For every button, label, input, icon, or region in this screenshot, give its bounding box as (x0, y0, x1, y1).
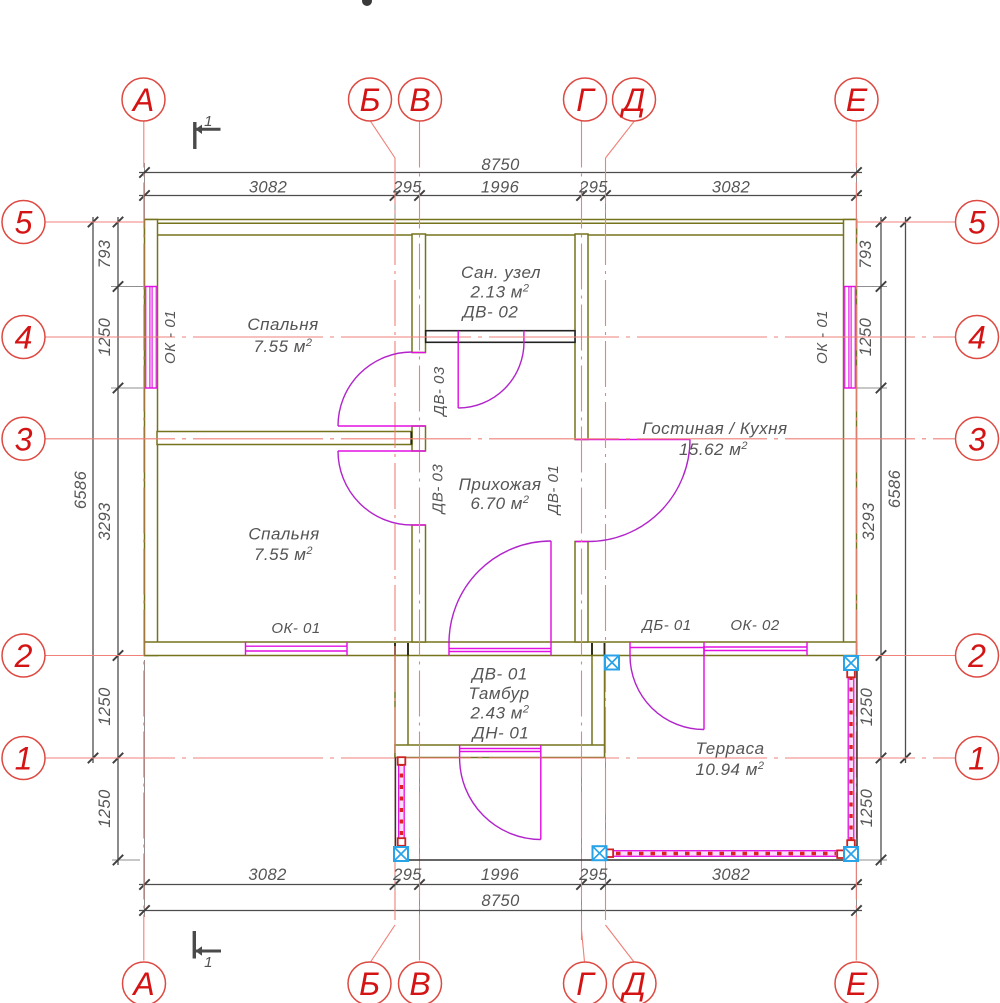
svg-text:А: А (131, 82, 154, 118)
svg-text:3082: 3082 (249, 179, 287, 197)
svg-text:Спальня: Спальня (248, 525, 319, 544)
svg-text:Г: Г (576, 966, 596, 1002)
svg-text:ДВ- 01: ДВ- 01 (470, 665, 528, 684)
svg-text:793: 793 (96, 239, 114, 268)
svg-text:Г: Г (576, 82, 596, 118)
svg-text:ОК - 01: ОК - 01 (162, 310, 179, 364)
svg-text:2.13 м2: 2.13 м2 (469, 283, 529, 302)
svg-text:Сан. узел: Сан. узел (461, 263, 541, 282)
svg-text:295: 295 (578, 866, 608, 884)
svg-text:5: 5 (968, 205, 986, 241)
svg-text:793: 793 (857, 240, 875, 269)
svg-text:В: В (409, 966, 430, 1002)
svg-text:3: 3 (968, 421, 986, 457)
svg-text:3082: 3082 (248, 866, 286, 884)
svg-text:Д: Д (620, 82, 646, 118)
svg-text:5: 5 (15, 205, 33, 241)
svg-text:4: 4 (968, 320, 986, 356)
svg-text:ДВ- 03: ДВ- 03 (431, 366, 448, 418)
svg-text:ДВ- 03: ДВ- 03 (430, 464, 447, 516)
svg-text:Гостиная / Кухня: Гостиная / Кухня (642, 419, 787, 438)
svg-text:3293: 3293 (96, 502, 114, 541)
svg-text:8750: 8750 (481, 892, 520, 910)
svg-text:10.94 м2: 10.94 м2 (695, 760, 764, 779)
svg-text:ДН- 01: ДН- 01 (471, 724, 530, 743)
svg-text:Д: Д (620, 966, 646, 1002)
svg-text:1250: 1250 (96, 687, 114, 726)
svg-text:1996: 1996 (481, 179, 520, 197)
svg-text:4: 4 (15, 320, 33, 356)
svg-text:7.55 м2: 7.55 м2 (254, 545, 313, 564)
svg-text:8750: 8750 (481, 156, 520, 174)
svg-text:3082: 3082 (712, 179, 750, 197)
svg-text:6586: 6586 (886, 469, 904, 508)
svg-text:ДБ- 01: ДБ- 01 (640, 617, 691, 634)
svg-text:1250: 1250 (858, 687, 876, 726)
svg-text:6.70 м2: 6.70 м2 (470, 494, 529, 513)
svg-text:1250: 1250 (96, 317, 114, 356)
svg-text:2.43 м2: 2.43 м2 (469, 704, 529, 723)
svg-text:1: 1 (968, 741, 986, 777)
svg-text:295: 295 (392, 866, 422, 884)
svg-text:7.55 м2: 7.55 м2 (253, 337, 312, 356)
svg-text:295: 295 (578, 179, 608, 197)
svg-text:3082: 3082 (712, 866, 750, 884)
svg-text:Терраса: Терраса (695, 739, 764, 758)
svg-text:1: 1 (204, 954, 213, 971)
svg-text:В: В (409, 82, 430, 118)
svg-text:6586: 6586 (72, 470, 90, 509)
svg-text:Б: Б (360, 82, 381, 118)
svg-text:3: 3 (15, 421, 33, 457)
svg-text:1250: 1250 (96, 789, 114, 828)
svg-text:Прихожая: Прихожая (459, 475, 542, 494)
svg-text:Тамбур: Тамбур (468, 684, 529, 703)
svg-text:Е: Е (846, 82, 868, 118)
svg-text:3293: 3293 (860, 502, 878, 541)
svg-text:15.62 м2: 15.62 м2 (679, 440, 748, 459)
svg-text:ДВ- 02: ДВ- 02 (461, 303, 519, 322)
svg-text:1: 1 (15, 741, 33, 777)
svg-text:295: 295 (392, 179, 422, 197)
svg-text:А: А (131, 966, 154, 1002)
svg-text:1: 1 (204, 113, 213, 130)
svg-text:Б: Б (359, 966, 380, 1002)
svg-text:ОК- 01: ОК- 01 (271, 620, 320, 637)
svg-text:ОК - 01: ОК - 01 (814, 310, 831, 364)
svg-text:ОК- 02: ОК- 02 (730, 617, 780, 634)
svg-text:Е: Е (846, 966, 868, 1002)
svg-text:2: 2 (967, 638, 986, 674)
svg-text:1996: 1996 (481, 866, 520, 884)
svg-text:Спальня: Спальня (247, 315, 318, 334)
svg-text:1250: 1250 (858, 788, 876, 827)
svg-text:1250: 1250 (857, 317, 875, 356)
svg-text:2: 2 (14, 638, 33, 674)
svg-text:ДВ- 01: ДВ- 01 (545, 465, 562, 516)
